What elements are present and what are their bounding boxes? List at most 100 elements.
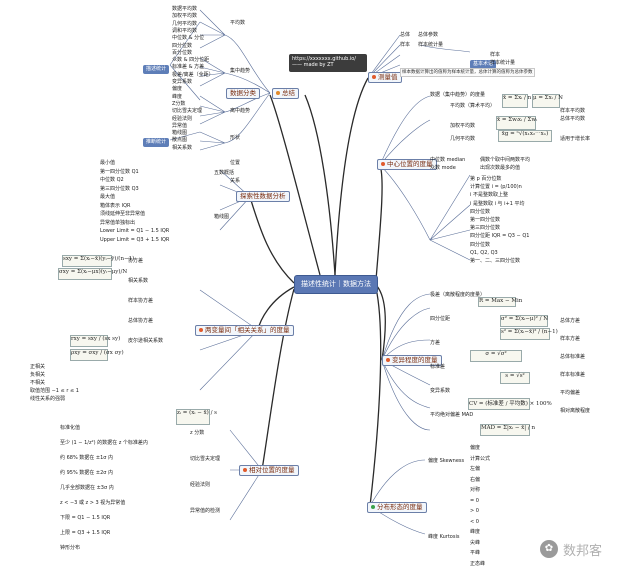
measure-item: 样本 <box>400 42 411 48</box>
central-quartile-item: 第 p 百分位数 <box>470 176 502 182</box>
central-note: 样本平均数 <box>560 108 586 114</box>
formula-range: R = Max − Min <box>478 297 522 307</box>
formula-mad: MAD = Σ|xᵢ − x̄| / n <box>480 424 535 436</box>
relative-item: z < −3 或 z > 3 视为异常值 <box>60 500 126 506</box>
hub-explore[interactable]: 探索性数据分析 <box>236 191 290 202</box>
shape-rows-item: 峰度 Kurtosis <box>428 534 460 540</box>
hub-central[interactable]: 中心位置的度量 <box>377 159 437 170</box>
relative-item: 约 68% 数据在 ±1σ 内 <box>60 455 114 461</box>
tag-inferential[interactable]: 推断统计 <box>143 138 170 147</box>
hub-two-var[interactable]: 两变量间「相关关系」的度量 <box>195 325 294 336</box>
central-quartile-item: 第一、二、三四分位数 <box>470 258 521 264</box>
tl-items-item: Z分数 <box>172 100 186 107</box>
formula-std-dev: σ = √σ² <box>470 350 522 362</box>
hub-data-category-label: 数据分类 <box>230 89 256 97</box>
central-row: 众数 mode <box>430 165 456 171</box>
tl-items-item: 众数 & 四分位距 <box>172 57 210 64</box>
shape-item: 对称 <box>470 487 481 493</box>
explore-items-item: 第一四分位数 Q1 <box>100 168 139 175</box>
formula-sample-cov: sxy = Σ(xᵢ−x̄)(yᵢ−ȳ)/(n−1) <box>62 255 134 267</box>
measure-note: 样本数据计算出的值称为样本统计量，总体计算的值称为总体参数 <box>400 68 535 77</box>
tl-items-item: 峰度 <box>172 93 183 100</box>
two-var-item: 取值范围 −1 ≤ r ≤ 1 <box>30 388 79 394</box>
central-note: 适用于增长率 <box>560 136 591 142</box>
watermark-logo-icon: ✿ <box>540 540 558 558</box>
bullet-icon <box>386 358 390 362</box>
spread-rows-item: 标准差 <box>430 364 446 370</box>
hub-explore-label: 探索性数据分析 <box>240 192 286 200</box>
central-row: 平均数（算术平均） <box>450 103 496 109</box>
tl-group-label: 形状 <box>230 135 241 141</box>
relative-rows-item: 切比雪夫定理 <box>190 456 221 462</box>
tl-group-label: 离中趋势 <box>230 108 251 114</box>
explore-items-item: 须线延伸至非异常值 <box>100 211 146 217</box>
central-quartile-item: 四分位数 <box>470 241 491 248</box>
hub-central-label: 中心位置的度量 <box>387 160 433 168</box>
tl-items-item: 偏度 <box>172 86 183 93</box>
spread-rows-item: 极差（离散程度的度量） <box>430 292 486 298</box>
measure-item: 总体 <box>400 32 411 38</box>
shape-item: 平峰 <box>470 550 481 556</box>
two-var-item: 不相关 <box>30 380 46 386</box>
tl-items-item: 数据平均数 <box>172 6 198 12</box>
central-quartile-item: 第一四分位数 <box>470 217 501 223</box>
explore-items-item: Upper Limit = Q3 + 1.5 IQR <box>100 236 170 243</box>
two-var-rows-item: 样本协方差 <box>128 298 154 304</box>
tag-descriptive[interactable]: 描述统计 <box>143 65 170 74</box>
formula-sample-mean: x̄ = Σxᵢ / n <box>502 94 531 108</box>
two-var-rows-item: 总体协方差 <box>128 318 154 324</box>
bullet-icon <box>371 505 375 509</box>
tag-basic-terms[interactable]: 基本术语 <box>470 60 497 69</box>
formula-geometric-mean: x̄g = ⁿ√(x₁x₂⋯xₙ) <box>498 130 552 142</box>
formula-population-variance: σ² = Σ(xᵢ−μ)² / N <box>500 315 548 327</box>
hub-measure-label: 测量值 <box>378 73 398 81</box>
relative-item: 至少 (1 − 1/z²) 的数据在 z 个标准差内 <box>60 440 148 446</box>
hub-summary[interactable]: 总结 <box>272 88 299 99</box>
bullet-icon <box>243 468 247 472</box>
spread-note: 相对离散程度 <box>560 408 591 414</box>
bullet-icon <box>276 91 280 95</box>
hub-shape[interactable]: 分布形态的度量 <box>367 502 427 513</box>
measure-sub: 样本 <box>490 52 501 58</box>
hub-relative[interactable]: 相对位置的度量 <box>239 465 299 476</box>
watermark-text: 数邦客 <box>563 544 603 559</box>
bullet-icon <box>199 328 203 332</box>
tl-items-item: 极差/离差（全距） <box>172 71 214 78</box>
hub-relative-label: 相对位置的度量 <box>249 466 295 474</box>
tl-group-label: 集中趋势 <box>230 68 251 74</box>
hub-spread[interactable]: 变异程度的度量 <box>382 355 442 366</box>
central-topic[interactable]: 描述性统计｜数据方法 <box>294 275 378 294</box>
hub-data-category[interactable]: 数据分类 <box>226 88 260 99</box>
hub-measure[interactable]: 测量值 <box>368 72 402 83</box>
spread-rows-item: 四分位距 <box>430 316 451 322</box>
formula-sample-std: s = √s² <box>500 372 530 384</box>
central-row: 几何平均数 <box>450 136 476 142</box>
central-row: 中位数 median <box>430 157 466 163</box>
spread-note: 平均偏差 <box>560 390 581 396</box>
relative-item: 下限 = Q1 − 1.5 IQR <box>60 515 111 521</box>
explore-items-item: 异常值单独标出 <box>100 219 136 226</box>
formula-weighted-mean: x̄ = Σwᵢxᵢ / Σwᵢ <box>496 116 537 130</box>
tl-items-item: 切比雪夫定理 <box>172 108 203 115</box>
central-quartile-item: i 不是整数取上整 <box>470 192 508 199</box>
spread-rows-item: 平均绝对偏差 MAD <box>430 412 474 418</box>
shape-item: 尖峰 <box>470 539 481 546</box>
shape-item: 左偏 <box>470 466 481 472</box>
central-quartile-item: 四分位距 IQR = Q3 − Q1 <box>470 233 530 240</box>
hub-two-var-label: 两变量间「相关关系」的度量 <box>205 326 290 334</box>
tl-items-item: 变异系数 <box>172 79 193 85</box>
shape-rows-item: 偏度 Skewness <box>428 458 465 464</box>
relative-item: 标准化值 <box>60 425 81 431</box>
two-var-rows-item: 相关系数 <box>128 278 149 284</box>
spread-note: 总体方差 <box>560 318 581 324</box>
credit-box: https://xxxxxxx.github.io/ —— made by ZT <box>289 54 367 72</box>
spread-rows-item: 变异系数 <box>430 388 451 394</box>
shape-item: 右偏 <box>470 476 481 483</box>
bullet-icon <box>381 162 385 166</box>
spread-note: 样本标准差 <box>560 372 586 378</box>
spread-rows-item: 方差 <box>430 340 441 346</box>
hub-spread-label: 变异程度的度量 <box>392 356 438 364</box>
relative-rows-item: z 分数 <box>190 430 205 436</box>
tl-items-item: 中位数 & 分位 <box>172 35 205 42</box>
